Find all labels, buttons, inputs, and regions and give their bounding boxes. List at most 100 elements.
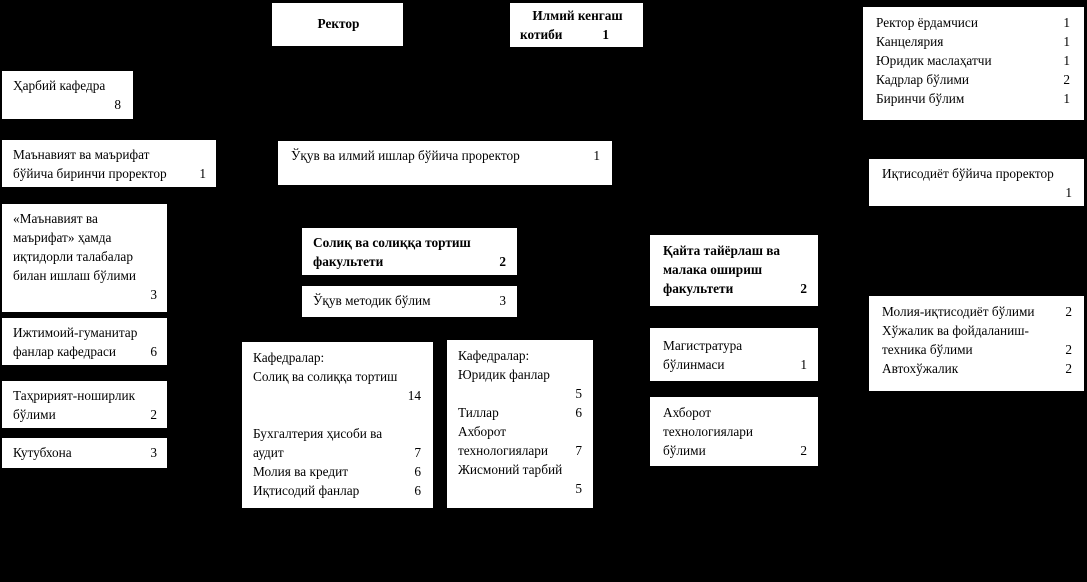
spirituality-unit-line-2: иқтидорли талабалар [13, 249, 133, 264]
prorector-academic-count: 1 [593, 148, 600, 163]
rector-staff-row-3: Кадрлар бўлими 2 [876, 70, 1070, 89]
departments-right-entry-2-count: 7 [575, 443, 582, 458]
retraining-faculty-label: факультети [663, 281, 734, 296]
rector-staff-count-1: 1 [1063, 34, 1070, 49]
box-it-unit[interactable]: Ахборот технологиялари бўлими 2 [650, 397, 818, 466]
rector-staff-count-3: 2 [1063, 72, 1070, 87]
spirituality-unit-line-1: маърифат» ҳамда [13, 230, 112, 245]
economy-units-row-2: Автохўжалик 2 [882, 359, 1072, 378]
prorector-academic-label: Ўқув ва илмий ишлар бўйича проректор [291, 148, 520, 163]
box-departments-left[interactable]: Кафедралар: Солиқ ва солиққа тортиш 14 Б… [242, 342, 433, 508]
departments-left-entry-3-count: 6 [414, 483, 421, 498]
box-military-department[interactable]: Ҳарбий кафедра 8 [2, 71, 133, 119]
rector-staff-label-1: Канцелярия [876, 34, 944, 49]
departments-right-entry-3-line-0: Жисмоний тарбий [458, 462, 563, 477]
economy-units-count-0: 2 [1065, 304, 1072, 319]
box-prorector-academic[interactable]: Ўқув ва илмий ишлар бўйича проректор 1 [278, 141, 612, 185]
library-label: Кутубхона [13, 445, 72, 460]
economy-units-label-2: Автохўжалик [882, 361, 959, 376]
box-retraining-faculty[interactable]: Қайта тайёрлаш ва малака ошириш факульте… [650, 235, 818, 306]
departments-right-header: Кафедралар: [458, 348, 530, 363]
tax-faculty-label: факультети [313, 254, 384, 269]
box-tax-faculty[interactable]: Солиқ ва солиққа тортиш факультети 2 [302, 228, 517, 275]
departments-left-entry-1-line-0: Бухгалтерия ҳисоби ва [253, 426, 383, 441]
spirituality-unit-count: 3 [150, 287, 157, 302]
prorector-economy-label: Иқтисодиёт бўйича проректор [882, 166, 1054, 181]
editorial-publishing-line2: бўлими 2 [13, 405, 157, 424]
box-rector[interactable]: Ректор [272, 3, 403, 46]
box-magistracy-unit[interactable]: Магистратура бўлинмаси 1 [650, 328, 818, 381]
retraining-faculty-line1: Қайта тайёрлаш ва [663, 243, 781, 258]
rector-staff-label-2: Юридик маслаҳатчи [876, 53, 992, 68]
departments-right-entry-1-count: 6 [575, 405, 582, 420]
box-methodical-unit[interactable]: Ўқув методик бўлим 3 [302, 286, 517, 317]
rector-staff-row-2: Юридик маслаҳатчи 1 [876, 51, 1070, 70]
box-departments-right[interactable]: Кафедралар: Юридик фанлар 5 Тиллар 6 Ахб… [447, 340, 593, 508]
rector-staff-row-4: Биринчи бўлим 1 [876, 89, 1070, 108]
departments-right-entry-1-label: Тиллар [458, 405, 499, 420]
editorial-publishing-line1: Таҳририят-ноширлик [13, 388, 136, 403]
library-count: 3 [150, 445, 157, 460]
scientific-council-count: 1 [602, 27, 609, 42]
first-prorector-line1: Маънавият ва маърифат [13, 147, 150, 162]
box-spirituality-unit[interactable]: «Маънавият ва маърифат» ҳамда иқтидорли … [2, 204, 167, 312]
it-unit-line2: технологиялари [663, 424, 754, 439]
economy-units-label-1: техника бўлими [882, 342, 973, 357]
departments-right-entry-2-line-1: технологиялари 7 [458, 441, 582, 460]
departments-right-entry-2-line-0: Ахборот [458, 424, 507, 439]
economy-units-row-0: Молия-иқтисодиёт бўлими 2 [882, 302, 1072, 321]
departments-left-entry-2-count: 6 [414, 464, 421, 479]
rector-staff-row-1: Канцелярия 1 [876, 32, 1070, 51]
departments-right-entry-0-count: 5 [575, 386, 582, 401]
box-editorial-publishing[interactable]: Таҳририят-ноширлик бўлими 2 [2, 381, 167, 428]
magistracy-unit-count: 1 [800, 357, 807, 372]
rector-staff-count-2: 1 [1063, 53, 1070, 68]
box-prorector-economy[interactable]: Иқтисодиёт бўйича проректор 1 [869, 159, 1084, 206]
prorector-academic-row: Ўқув ва илмий ишлар бўйича проректор 1 [291, 146, 600, 165]
methodical-unit-row: Ўқув методик бўлим 3 [313, 291, 506, 310]
social-humanities-line2: фанлар кафедраси 6 [13, 342, 157, 361]
box-library[interactable]: Кутубхона 3 [2, 438, 167, 468]
box-scientific-council-secretary[interactable]: Илмий кенгаш котиби 1 [510, 3, 643, 47]
methodical-unit-count: 3 [499, 293, 506, 308]
scientific-council-label: котиби [520, 27, 563, 42]
departments-right-entry-2-label: технологиялари [458, 443, 549, 458]
departments-left-entry-1-line-1: аудит 7 [253, 443, 421, 462]
box-social-humanities-department[interactable]: Ижтимоий-гуманитар фанлар кафедраси 6 [2, 318, 167, 365]
departments-left-entry-3-label: Иқтисодий фанлар [253, 483, 360, 498]
scientific-council-line2: котиби 1 [520, 25, 635, 44]
prorector-economy-count: 1 [1065, 185, 1072, 200]
economy-units-row-1-line-1: техника бўлими 2 [882, 340, 1072, 359]
box-rector-staff[interactable]: Ректор ёрдамчиси 1 Канцелярия 1 Юридик м… [863, 7, 1084, 120]
spirituality-unit-line-0: «Маънавият ва [13, 211, 98, 226]
first-prorector-line2: бўйича биринчи проректор 1 [13, 164, 206, 183]
retraining-faculty-line3: факультети 2 [663, 279, 807, 298]
departments-left-entry-0-count: 14 [407, 388, 421, 403]
it-unit-line3: бўлими 2 [663, 441, 807, 460]
box-first-prorector-spirituality[interactable]: Маънавият ва маърифат бўйича биринчи про… [2, 140, 216, 187]
retraining-faculty-count: 2 [800, 281, 807, 296]
departments-left-entry-1-label: аудит [253, 445, 284, 460]
departments-left-entry-3: Иқтисодий фанлар 6 [253, 481, 421, 500]
magistracy-unit-line2: бўлинмаси 1 [663, 355, 807, 374]
editorial-publishing-label: бўлими [13, 407, 56, 422]
tax-faculty-count: 2 [499, 254, 506, 269]
military-department-label: Ҳарбий кафедра [13, 78, 106, 93]
economy-units-count-1: 2 [1065, 342, 1072, 357]
departments-left-entry-2-label: Молия ва кредит [253, 464, 349, 479]
it-unit-count: 2 [800, 443, 807, 458]
it-unit-line1: Ахборот [663, 405, 712, 420]
scientific-council-line1: Илмий кенгаш [532, 8, 623, 23]
rector-label: Ректор [317, 16, 360, 31]
rector-staff-label-4: Биринчи бўлим [876, 91, 965, 106]
departments-left-entry-2: Молия ва кредит 6 [253, 462, 421, 481]
it-unit-label: бўлими [663, 443, 706, 458]
magistracy-unit-label: бўлинмаси [663, 357, 725, 372]
box-economy-units[interactable]: Молия-иқтисодиёт бўлими 2 Хўжалик ва фой… [869, 296, 1084, 391]
first-prorector-count: 1 [199, 166, 206, 181]
editorial-publishing-count: 2 [150, 407, 157, 422]
departments-right-entry-0-line-0: Юридик фанлар [458, 367, 550, 382]
retraining-faculty-line2: малака ошириш [663, 262, 763, 277]
first-prorector-label: бўйича биринчи проректор [13, 166, 167, 181]
